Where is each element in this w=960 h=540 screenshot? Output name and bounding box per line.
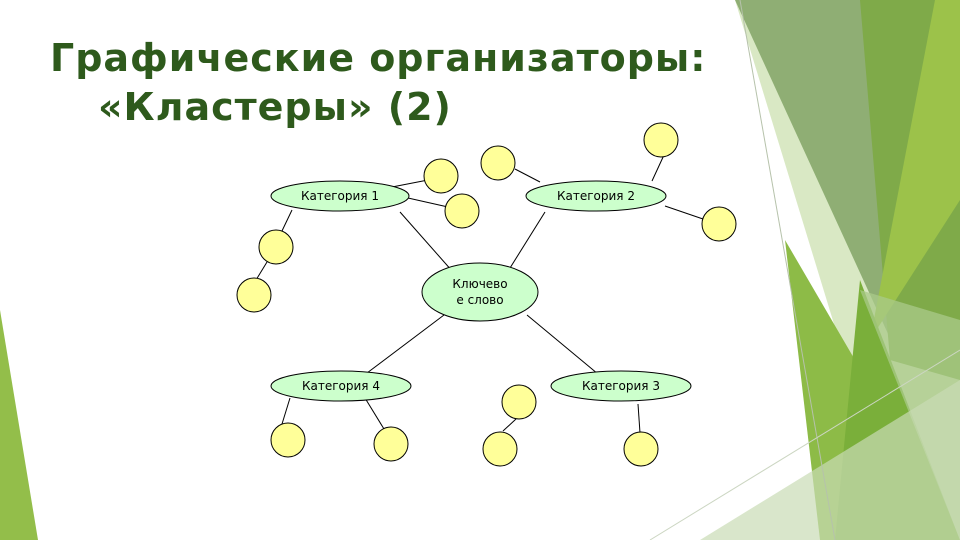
- connector-cat1-circle-c: [281, 210, 292, 233]
- keyword-label-line-2: е слово: [456, 293, 503, 307]
- leaf-circle: [624, 432, 658, 466]
- leaf-circle: [237, 278, 271, 312]
- connector-cat1-circle-b: [408, 198, 448, 207]
- connector-cat4-circle-a: [282, 398, 290, 424]
- connector-cat2-circle-c: [665, 206, 703, 219]
- category-1-label: Категория 1: [301, 189, 379, 203]
- leaf-circle: [702, 207, 736, 241]
- connector-cat4-circle-b: [365, 398, 384, 429]
- connector-cat3-circle-b: [638, 404, 640, 433]
- keyword-node: [422, 263, 538, 321]
- connector-cat3-circle-a: [503, 419, 516, 431]
- connector-center-cat4: [363, 315, 444, 376]
- connector-center-cat3: [527, 315, 598, 374]
- leaf-circle: [445, 194, 479, 228]
- connector-cat2-circle-a: [515, 169, 540, 182]
- leaf-circle: [424, 159, 458, 193]
- leaf-circle: [483, 432, 517, 466]
- leaf-circle: [374, 427, 408, 461]
- leaf-circle: [644, 123, 678, 157]
- keyword-label-line-1: Ключево: [452, 277, 507, 291]
- leaf-circle: [259, 230, 293, 264]
- connector-cat2-circle-b: [652, 155, 664, 181]
- connector-center-cat1: [400, 212, 453, 272]
- connector-center-cat2: [510, 212, 545, 268]
- category-4-label: Категория 4: [302, 379, 380, 393]
- connector-cat1-circle-a: [392, 180, 428, 187]
- leaf-circle: [481, 146, 515, 180]
- connector-circle-c-circle-d: [256, 262, 267, 280]
- leaf-circle: [271, 423, 305, 457]
- category-2-label: Категория 2: [557, 189, 635, 203]
- category-3-label: Категория 3: [582, 379, 660, 393]
- leaf-circle: [502, 385, 536, 419]
